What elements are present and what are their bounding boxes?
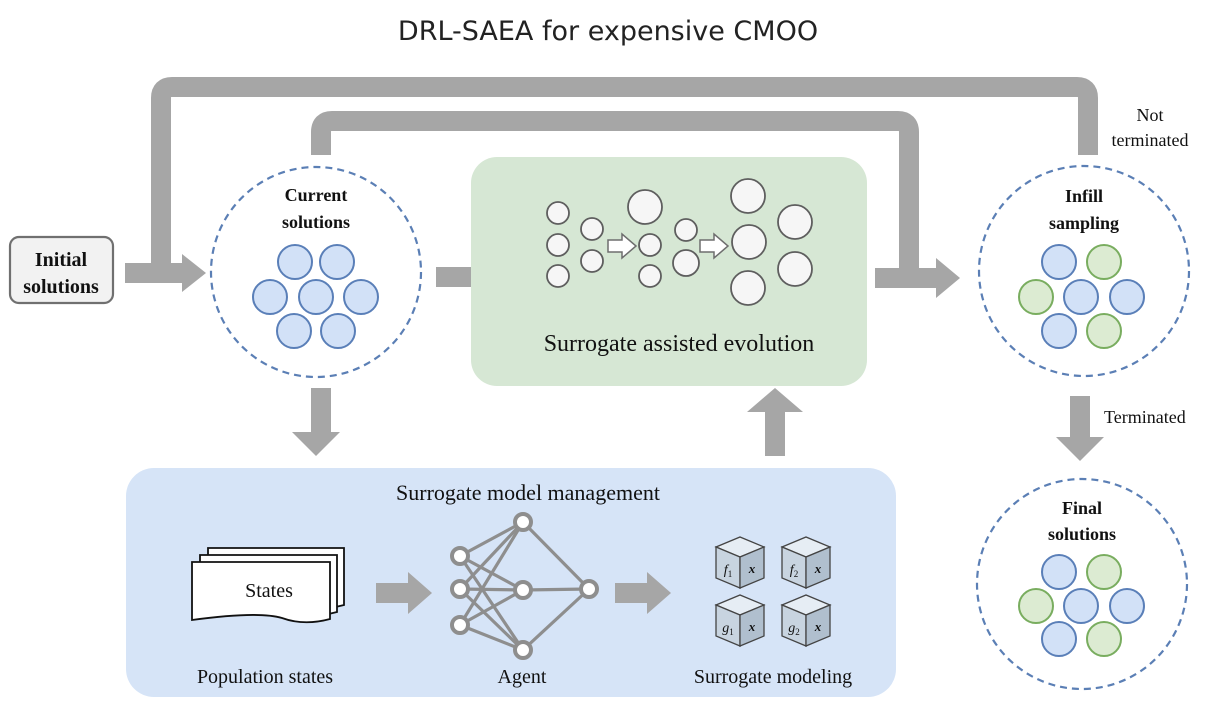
surrogate-modeling-label: Surrogate modeling	[694, 666, 852, 688]
solution-dot	[1018, 588, 1054, 624]
arrow-current-to-management	[292, 388, 340, 456]
surrogate-management-title: Surrogate model management	[396, 480, 660, 505]
population-states-label: Population states	[197, 666, 333, 688]
evolution-step-arrow	[607, 232, 638, 260]
states-documents-icon: States	[191, 547, 345, 624]
svg-text:g2: g2	[788, 621, 800, 637]
solution-dot	[1041, 554, 1077, 590]
population-dot	[672, 249, 700, 277]
svg-text:x: x	[748, 561, 756, 576]
agent-network-icon	[450, 512, 599, 660]
infill-sampling-label-line2: sampling	[1049, 213, 1119, 233]
final-solutions-label-line1: Final	[1062, 498, 1102, 518]
solution-dot	[1063, 279, 1099, 315]
arrow-infill-to-final	[1056, 396, 1104, 461]
arrow-states-to-agent	[376, 572, 432, 614]
not-terminated-label-line1: Not	[1137, 105, 1164, 125]
population-dot	[638, 233, 662, 257]
initial-solutions-label-line1: Initial	[35, 249, 88, 271]
evolution-step-arrow	[699, 232, 730, 260]
infill-sampling-label-line1: Infill	[1065, 186, 1103, 206]
population-dot	[580, 217, 604, 241]
outer-loop-connector	[151, 77, 1098, 268]
population-dot	[731, 224, 767, 260]
population-dot	[546, 201, 570, 225]
surrogate-management-panel: Surrogate model management States	[126, 468, 896, 697]
final-solutions-label-line2: solutions	[1048, 524, 1116, 544]
solution-dot	[319, 244, 355, 280]
solution-dot	[320, 313, 356, 349]
solution-dot	[1018, 279, 1054, 315]
population-dot	[580, 249, 604, 273]
solution-dot	[276, 313, 312, 349]
solution-dot	[1086, 554, 1122, 590]
solution-dot	[1086, 621, 1122, 657]
solution-dot	[1086, 244, 1122, 280]
solution-dot	[343, 279, 379, 315]
solution-dot	[1086, 313, 1122, 349]
solution-dot	[298, 279, 334, 315]
diagram-title: DRL-SAEA for expensive CMOO	[398, 16, 818, 47]
inner-loop-connector	[311, 111, 919, 278]
surrogate-cube-f1: f1 x	[714, 536, 766, 589]
arrow-management-to-evolution	[747, 388, 803, 456]
svg-text:f1: f1	[724, 563, 732, 579]
current-solutions-label-line2: solutions	[282, 212, 350, 232]
final-solutions-node: Final solutions	[975, 477, 1189, 691]
svg-text:x: x	[814, 561, 822, 576]
population-dot	[638, 264, 662, 288]
svg-text:f2: f2	[790, 563, 798, 579]
solution-dot	[1041, 313, 1077, 349]
arrow-agent-to-modeling	[615, 572, 671, 614]
network-node	[450, 579, 470, 599]
initial-solutions-box: Initial solutions	[8, 235, 115, 305]
population-dot	[674, 218, 698, 242]
current-solutions-label-line1: Current	[285, 185, 348, 205]
network-node	[513, 640, 533, 660]
surrogate-cube-g2: g2 x	[780, 594, 832, 647]
surrogate-evolution-panel: Surrogate assisted evolution	[471, 157, 867, 386]
population-dot	[730, 270, 766, 306]
population-dot	[777, 251, 813, 287]
population-dot	[546, 233, 570, 257]
svg-text:x: x	[748, 619, 756, 634]
initial-solutions-label-line2: solutions	[23, 276, 99, 298]
population-dot	[627, 189, 663, 225]
infill-sampling-node: Infill sampling	[977, 164, 1191, 378]
solution-dot	[252, 279, 288, 315]
solution-dot	[1041, 621, 1077, 657]
solution-dot	[1041, 244, 1077, 280]
population-dot	[777, 204, 813, 240]
solution-dot	[1063, 588, 1099, 624]
network-node	[513, 580, 533, 600]
arrow-initial-to-current	[125, 254, 206, 292]
population-dot	[546, 264, 570, 288]
network-node	[579, 579, 599, 599]
network-node	[513, 512, 533, 532]
surrogate-cube-g1: g1 x	[714, 594, 766, 647]
surrogate-cube-f2: f2 x	[780, 536, 832, 589]
surrogate-evolution-label: Surrogate assisted evolution	[544, 331, 815, 357]
agent-label: Agent	[498, 666, 547, 688]
population-dot	[730, 178, 766, 214]
terminated-label: Terminated	[1104, 407, 1186, 427]
not-terminated-label-line2: terminated	[1112, 130, 1189, 150]
solution-dot	[1109, 279, 1145, 315]
solution-dot	[277, 244, 313, 280]
arrow-evolution-to-infill	[875, 258, 960, 298]
svg-text:g1: g1	[722, 621, 734, 637]
network-node	[450, 615, 470, 635]
states-document-label: States	[245, 580, 293, 602]
current-solutions-node: Current solutions	[209, 165, 423, 379]
svg-text:x: x	[814, 619, 822, 634]
network-node	[450, 546, 470, 566]
solution-dot	[1109, 588, 1145, 624]
